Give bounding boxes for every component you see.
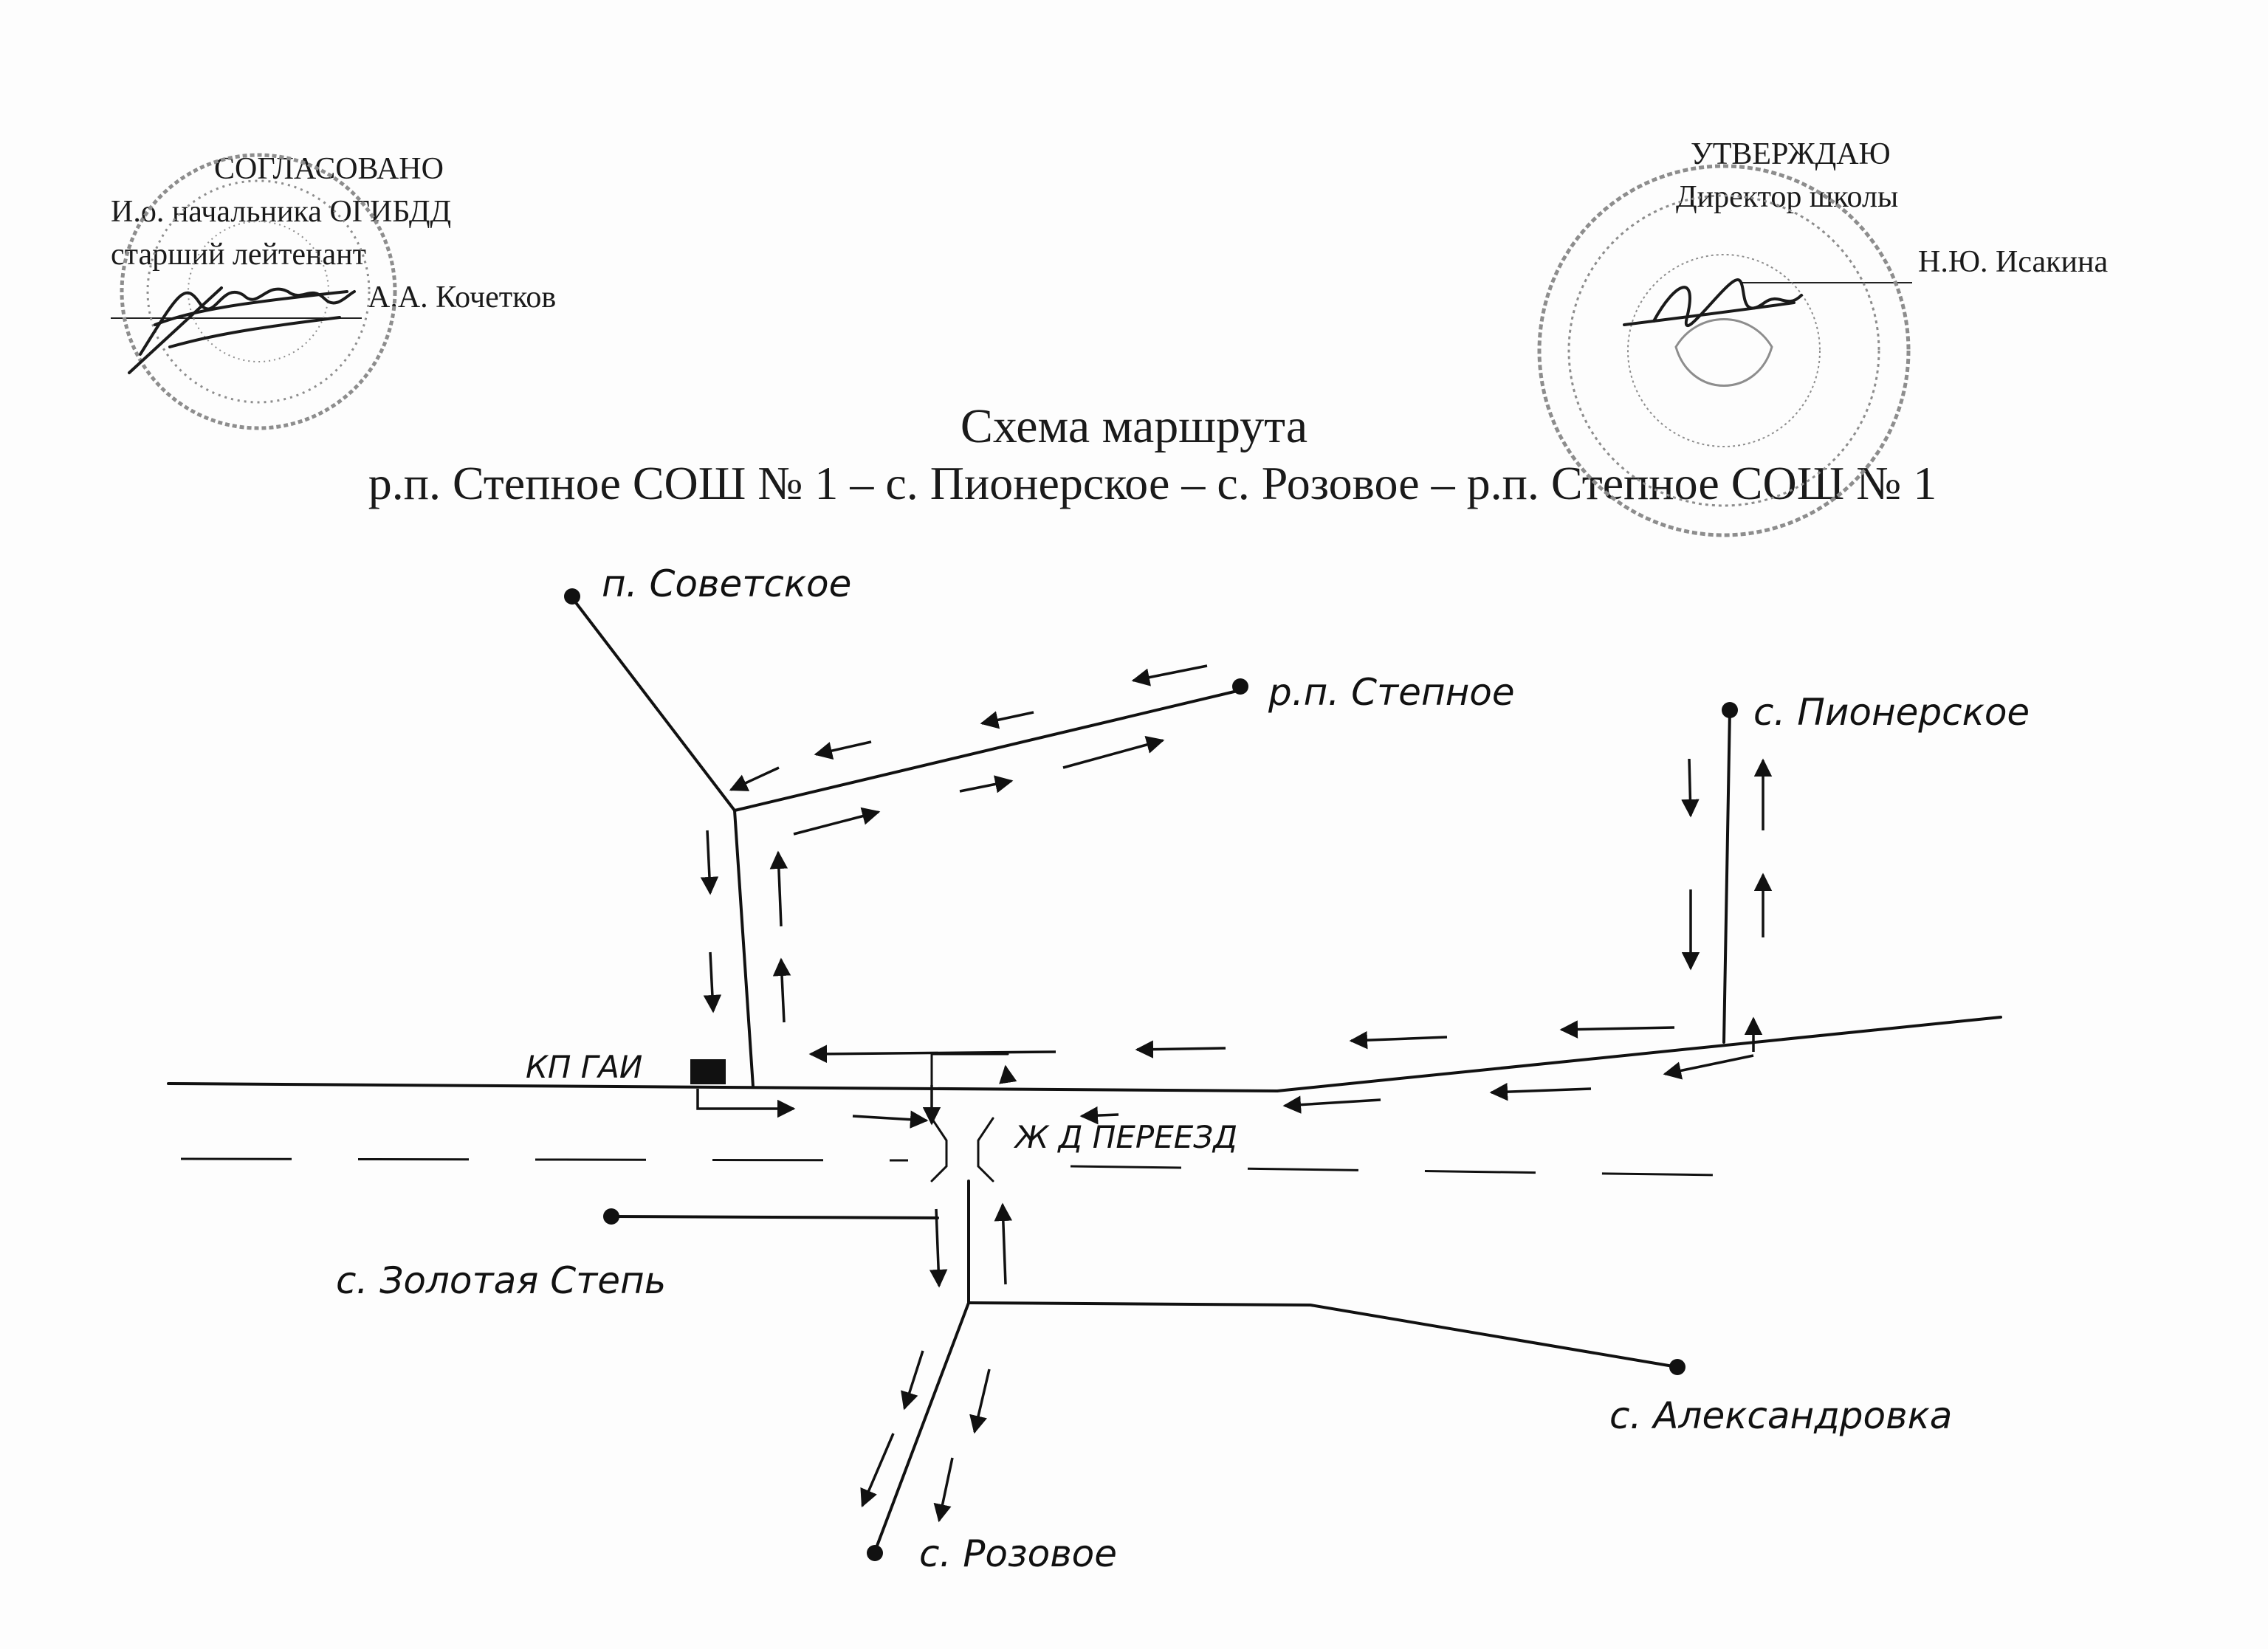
road-aleksandrovka	[967, 1301, 1679, 1369]
road-rozovoe	[873, 1301, 970, 1553]
marker-aleksandrovka	[1669, 1359, 1685, 1375]
landmark-labels: КП ГАИ Ж Д ПЕРЕЕЗД	[526, 1049, 1237, 1155]
road-zolotaya-step	[610, 1215, 939, 1219]
road-main-right	[1276, 1016, 2002, 1092]
page-title: Схема маршрута	[960, 399, 1308, 453]
label-railway-crossing: Ж Д ПЕРЕЕЗД	[1013, 1119, 1237, 1155]
road-center-vertical	[733, 809, 755, 1088]
label-stepnoe: р.п. Степное	[1268, 671, 1515, 714]
label-rozovoe: с. Розовое	[919, 1532, 1117, 1575]
marker-sovetskoe	[564, 588, 580, 605]
route-arrows	[696, 664, 1773, 1523]
label-aleksandrovka: с. Александровка	[1609, 1394, 1952, 1437]
approval-right-signature-row: Н.Ю. Исакина	[1646, 241, 2108, 283]
label-kp-gai: КП ГАИ	[526, 1049, 642, 1085]
label-zolotaya-step: с. Золотая Степь	[336, 1259, 666, 1302]
marker-zolotaya-step	[603, 1208, 619, 1225]
road-stepnoe	[733, 689, 1242, 812]
label-sovetskoe: п. Советское	[602, 562, 851, 605]
label-pionerskoe: с. Пионерское	[1753, 691, 2030, 734]
marker-stepnoe	[1232, 678, 1248, 695]
crossing-bracket-right	[977, 1117, 994, 1182]
approval-right-name: Н.Ю. Исакина	[1918, 245, 2109, 279]
kp-gai-marker	[690, 1059, 726, 1084]
crossing-bracket-left	[930, 1117, 948, 1182]
road-sovetskoe	[571, 596, 736, 812]
marker-rozovoe	[867, 1545, 883, 1561]
road-pionerskoe	[1722, 709, 1731, 1044]
road-main-left	[167, 1082, 1279, 1092]
road-median-dashes	[180, 1157, 1721, 1177]
place-markers	[564, 588, 1738, 1561]
approval-left-name: А.А. Кочетков	[368, 280, 557, 314]
railway-crossing-box	[930, 1053, 1009, 1087]
place-labels: п. Советское р.п. Степное с. Пионерское …	[336, 562, 2030, 1575]
approval-left-signature-row: А.А. Кочетков	[111, 276, 556, 319]
marker-pionerskoe	[1722, 702, 1738, 718]
